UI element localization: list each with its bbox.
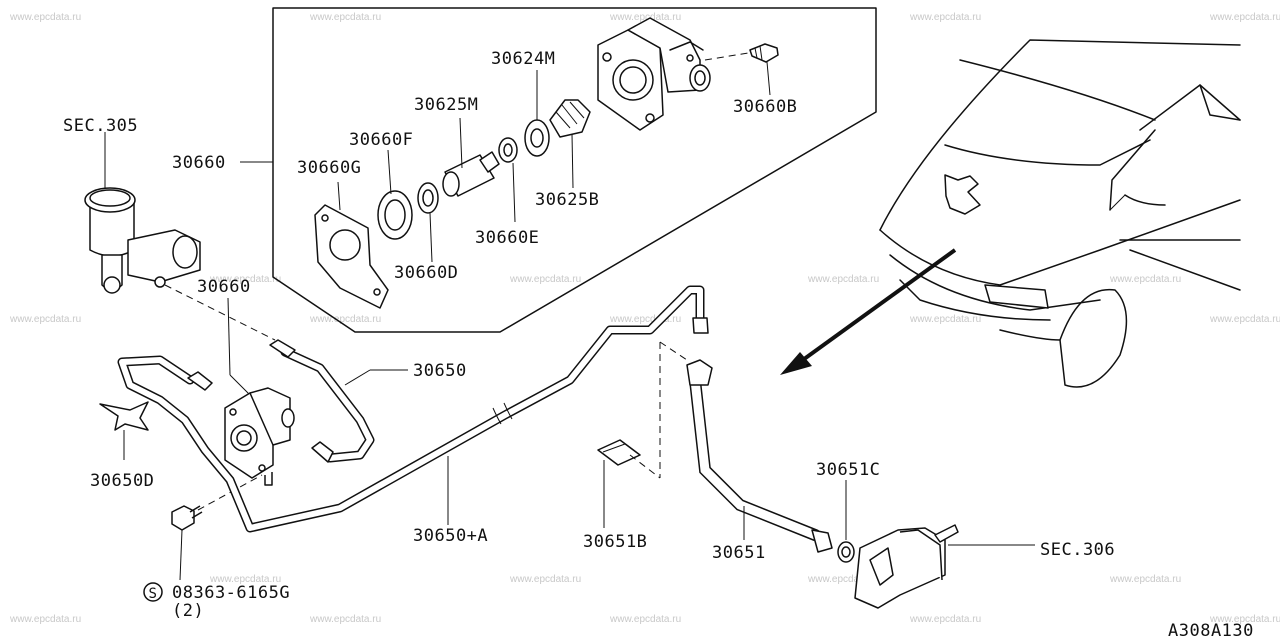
label-sec305: SEC.305 [63, 116, 138, 136]
watermark: www.epcdata.ru [209, 574, 281, 585]
label-30660E: 30660E [475, 228, 539, 248]
dashed-alignment-master [164, 284, 276, 341]
label-30660B: 30660B [733, 97, 797, 117]
dashed-alignment-bolt [197, 474, 263, 511]
label-30660-mid: 30660 [197, 277, 251, 297]
part-labels: SEC.305 30660 30660 30624M 30625M 30660F… [63, 49, 1254, 640]
label-30650A: 30650+A [413, 526, 488, 546]
hose-gasket [837, 480, 855, 563]
label-30651B: 30651B [583, 532, 647, 552]
watermark: www.epcdata.ru [209, 274, 281, 285]
watermark: www.epcdata.ru [609, 614, 681, 625]
label-30651: 30651 [712, 543, 766, 563]
dust-boot [549, 99, 591, 189]
label-30660D: 30660D [394, 263, 458, 283]
pipe-clip [99, 401, 149, 460]
watermark: www.epcdata.ru [309, 314, 381, 325]
service-symbol-circle [143, 582, 163, 602]
watermark: www.epcdata.ru [1209, 614, 1280, 625]
diagram-code: A308A130 [1168, 621, 1254, 640]
vehicle-outline [879, 39, 1241, 388]
watermark: www.epcdata.ru [909, 12, 981, 23]
leader-30660-mid [227, 297, 231, 376]
gasket-ring [377, 149, 413, 240]
watermark: www.epcdata.ru [509, 574, 581, 585]
label-30650D: 30650D [90, 471, 154, 491]
watermark: www.epcdata.ru [9, 314, 81, 325]
label-30651C: 30651C [816, 460, 880, 480]
gasket-plate [314, 181, 389, 309]
bleeder-screw [704, 43, 779, 96]
leader-bolt [179, 529, 183, 581]
watermark: www.epcdata.ru [807, 574, 879, 585]
master-cylinder-reservoir [84, 132, 276, 341]
hose-clip [597, 341, 691, 528]
watermark: www.epcdata.ru [9, 614, 81, 625]
watermark: www.epcdata.ru [909, 614, 981, 625]
master-cylinder-exploded [314, 17, 779, 309]
label-sec306: SEC.306 [1040, 540, 1115, 560]
operating-cylinder [854, 524, 1035, 609]
watermark: www.epcdata.ru [909, 314, 981, 325]
clutch-pipe-upper [269, 339, 408, 463]
label-30660F: 30660F [349, 130, 413, 150]
washer [498, 137, 518, 223]
clutch-pipe-long [117, 285, 709, 533]
watermark: www.epcdata.ru [1209, 12, 1280, 23]
watermark: www.epcdata.ru [609, 12, 681, 23]
piston-seal [417, 182, 439, 263]
watermark: www.epcdata.ru [1109, 574, 1181, 585]
service-symbol: S [149, 586, 158, 602]
watermark: www.epcdata.ru [9, 12, 81, 23]
retainer-ring [524, 70, 550, 157]
watermark: www.epcdata.ru [1209, 314, 1280, 325]
piston [442, 117, 500, 197]
watermarks: www.epcdata.ru www.epcdata.ru www.epcdat… [9, 12, 1280, 625]
watermark: www.epcdata.ru [509, 274, 581, 285]
label-30624M: 30624M [491, 49, 555, 69]
watermark: www.epcdata.ru [309, 614, 381, 625]
label-30650: 30650 [413, 361, 467, 381]
watermark: www.epcdata.ru [1109, 274, 1181, 285]
label-bolt-qty: (2) [172, 601, 204, 621]
label-30660-top: 30660 [172, 153, 226, 173]
watermark: www.epcdata.ru [609, 314, 681, 325]
watermark: www.epcdata.ru [807, 274, 879, 285]
label-bolt-part: 08363-6165G [172, 583, 290, 603]
location-arrow [780, 248, 957, 375]
label-30625B: 30625B [535, 190, 599, 210]
master-cylinder-assembly [224, 297, 295, 486]
leader-30650 [344, 369, 371, 386]
label-30625M: 30625M [414, 95, 478, 115]
master-cylinder-body [597, 17, 711, 131]
watermark: www.epcdata.ru [309, 12, 381, 23]
clutch-hose [686, 359, 833, 553]
exploded-view-frame [272, 7, 877, 333]
mounting-bolt [171, 474, 263, 581]
label-30660G: 30660G [297, 158, 361, 178]
